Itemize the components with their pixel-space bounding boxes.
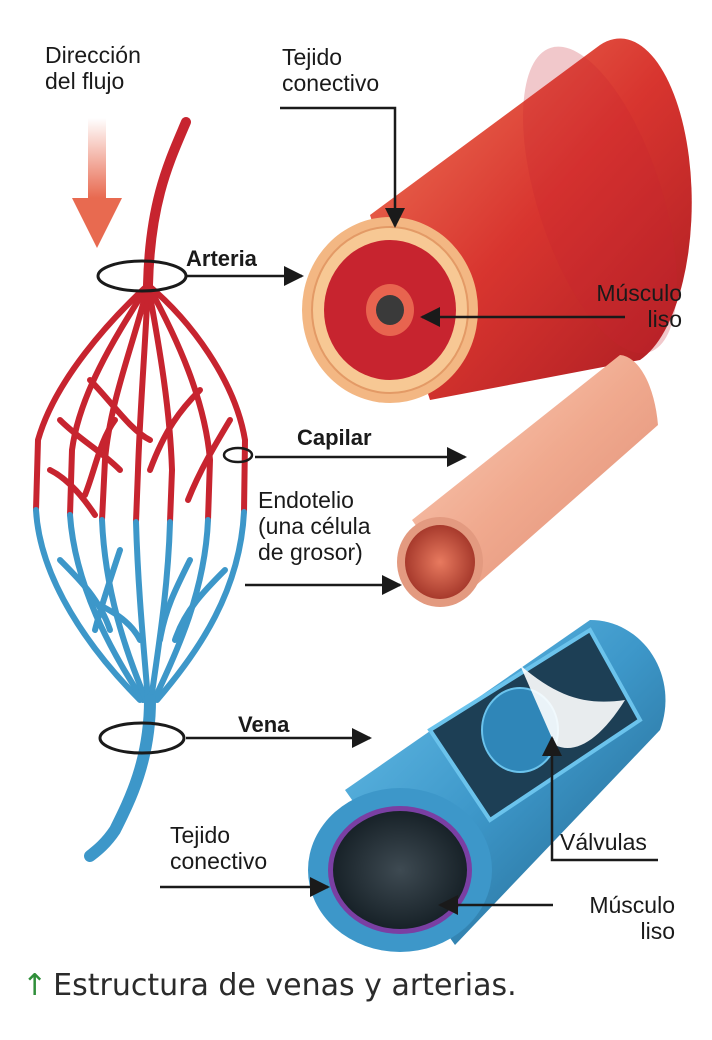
artery-vessel [302,38,692,403]
valves-label: Válvulas [560,829,647,855]
vein-connective-label: Tejido conectivo [170,822,268,874]
vein-muscle-label: Músculo liso [589,892,675,944]
vein-vessel [308,619,666,952]
up-arrow-icon: ↑ [22,968,48,1003]
endothelium-label: Endotelio (una célula de grosor) [258,487,371,565]
vein-label: Vena [238,712,290,737]
caption-text: Estructura de venas y arterias. [53,968,517,1003]
vascular-network [33,117,249,862]
artery-connective-label: Tejido conectivo [282,44,380,96]
capillary-label: Capilar [297,425,372,450]
vein-section-ring [98,721,186,755]
capillary-section-ring [222,446,254,464]
artery-muscle-label: Músculo liso [596,280,682,332]
capillary-vessel [397,355,658,607]
flow-direction-label: Dirección del flujo [45,42,141,94]
leader-lines [160,106,658,915]
artery-label: Arteria [186,246,257,271]
flow-direction-arrow-icon [72,118,122,248]
figure-caption: ↑Estructura de venas y arterias. [22,968,517,1003]
